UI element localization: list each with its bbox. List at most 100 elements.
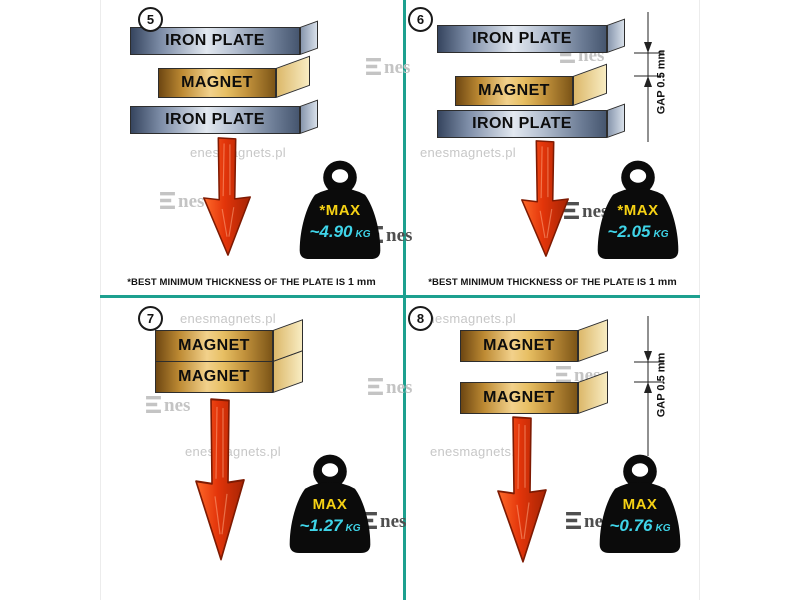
watermark-text: enesmagnets.pl <box>420 311 516 326</box>
pull-force-arrow <box>497 416 547 563</box>
iron-plate-label: IRON PLATE <box>472 115 572 132</box>
pull-force-arrow <box>521 140 569 257</box>
kettlebell-icon <box>599 454 681 554</box>
enes-e-icon <box>362 512 377 529</box>
footnote-text: *BEST MINIMUM THICKNESS OF THE PLATE IS <box>127 277 346 288</box>
iron-plate-label: IRON PLATE <box>165 111 265 128</box>
enes-logo-text: nes <box>386 225 413 246</box>
iron-plate-face: IRON PLATE <box>130 106 300 134</box>
iron-plate-side <box>607 103 625 138</box>
watermark-text: enesmagnets.pl <box>430 444 526 459</box>
divider-vertical <box>403 0 406 600</box>
gap-label: GAP 0.5 mm <box>655 352 668 418</box>
iron-plate-face: IRON PLATE <box>437 25 607 53</box>
enes-logo-text: nes <box>582 201 609 222</box>
panel-number: 5 <box>146 12 155 27</box>
watermark-text: enesmagnets.pl <box>185 444 281 459</box>
kettlebell-icon <box>289 454 371 554</box>
footnote-text: *BEST MINIMUM THICKNESS OF THE PLATE IS <box>428 277 647 288</box>
weight-number: ~1.27 <box>299 516 343 535</box>
enes-e-icon <box>368 378 383 395</box>
magnet-bar: MAGNET <box>455 63 607 106</box>
iron-plate-face: IRON PLATE <box>130 27 300 55</box>
iron-plate-bottom: IRON PLATE <box>437 103 625 138</box>
watermark-text: enesmagnets.pl <box>180 311 276 326</box>
footnote-bold: 1 mm <box>648 276 677 288</box>
weight-number: ~2.05 <box>607 222 651 241</box>
panel-number-badge: 6 <box>408 7 433 32</box>
content-left-edge <box>100 0 101 600</box>
enes-logo-watermark: nes <box>366 58 410 77</box>
weight-number: ~4.90 <box>309 222 353 241</box>
kettlebell-icon <box>299 160 381 260</box>
enes-logo-text: nes <box>164 395 191 416</box>
weight-max-label: MAX <box>622 496 658 513</box>
enes-logo-text: nes <box>384 57 411 78</box>
iron-plate-face: IRON PLATE <box>437 110 607 138</box>
enes-e-icon <box>560 46 575 63</box>
gap-dimension <box>634 316 664 456</box>
weight-unit: KG <box>345 523 361 534</box>
panel-number: 7 <box>146 311 155 326</box>
magnet-face: MAGNET <box>155 361 273 393</box>
magnet-label: MAGNET <box>478 82 550 99</box>
iron-plate-label: IRON PLATE <box>165 32 265 49</box>
watermark-text: enesmagnets.pl <box>420 145 516 160</box>
gap-label: GAP 0.5 mm <box>655 49 668 115</box>
enes-e-icon <box>566 512 581 529</box>
magnet-side <box>573 63 607 106</box>
enes-logo-watermark: nes <box>564 202 608 221</box>
panel-number: 8 <box>416 311 425 326</box>
magnet-bar: MAGNET <box>158 55 310 98</box>
content-right-edge <box>699 0 700 600</box>
divider-horizontal <box>100 295 700 298</box>
magnet-side <box>276 55 310 98</box>
magnet-top: MAGNET <box>155 319 303 362</box>
enes-logo-watermark: nes <box>146 396 190 415</box>
iron-plate-top: IRON PLATE <box>437 18 625 53</box>
panel-5: 5 enesmagnets.pl nes nes nes IRON PLATE … <box>100 0 412 295</box>
magnet-side <box>578 319 608 362</box>
panel-number-badge: 5 <box>138 7 163 32</box>
magnet-bottom: MAGNET <box>460 371 608 414</box>
watermark-text: enesmagnets.pl <box>190 145 286 160</box>
enes-logo-watermark: nes <box>362 512 406 531</box>
panel-number: 6 <box>416 12 425 27</box>
panel-number-badge: 8 <box>408 306 433 331</box>
weight-number: ~0.76 <box>609 516 653 535</box>
weight-unit: KG <box>653 229 669 240</box>
weight-max-label: MAX <box>312 496 348 513</box>
enes-e-icon <box>160 192 175 209</box>
iron-plate-label: IRON PLATE <box>472 30 572 47</box>
enes-logo-text: nes <box>380 511 407 532</box>
magnet-label: MAGNET <box>483 337 555 354</box>
panel-6: 6 enesmagnets.pl nes nes IRON PLATE MAGN… <box>405 0 700 295</box>
iron-plate-top: IRON PLATE <box>130 20 318 55</box>
magnet-label: MAGNET <box>178 337 250 354</box>
iron-plate-bottom: IRON PLATE <box>130 99 318 134</box>
magnet-face: MAGNET <box>460 330 578 362</box>
magnet-top: MAGNET <box>460 319 608 362</box>
panel-number-badge: 7 <box>138 306 163 331</box>
enes-e-icon <box>564 202 579 219</box>
magnet-face: MAGNET <box>158 68 276 98</box>
weight-unit: KG <box>655 523 671 534</box>
weight-max-label: *MAX <box>319 202 361 219</box>
kettlebell-icon <box>597 160 679 260</box>
enes-e-icon <box>366 58 381 75</box>
weight-unit: KG <box>355 229 371 240</box>
iron-plate-side <box>607 18 625 53</box>
magnet-bottom: MAGNET <box>155 350 303 393</box>
pull-force-arrow <box>203 137 251 256</box>
magnet-face: MAGNET <box>460 382 578 414</box>
gap-dimension <box>634 12 664 142</box>
panel-7: 7 enesmagnets.pl enesmagnets.pl nes nes … <box>100 297 412 600</box>
pull-force-arrow <box>195 398 245 561</box>
